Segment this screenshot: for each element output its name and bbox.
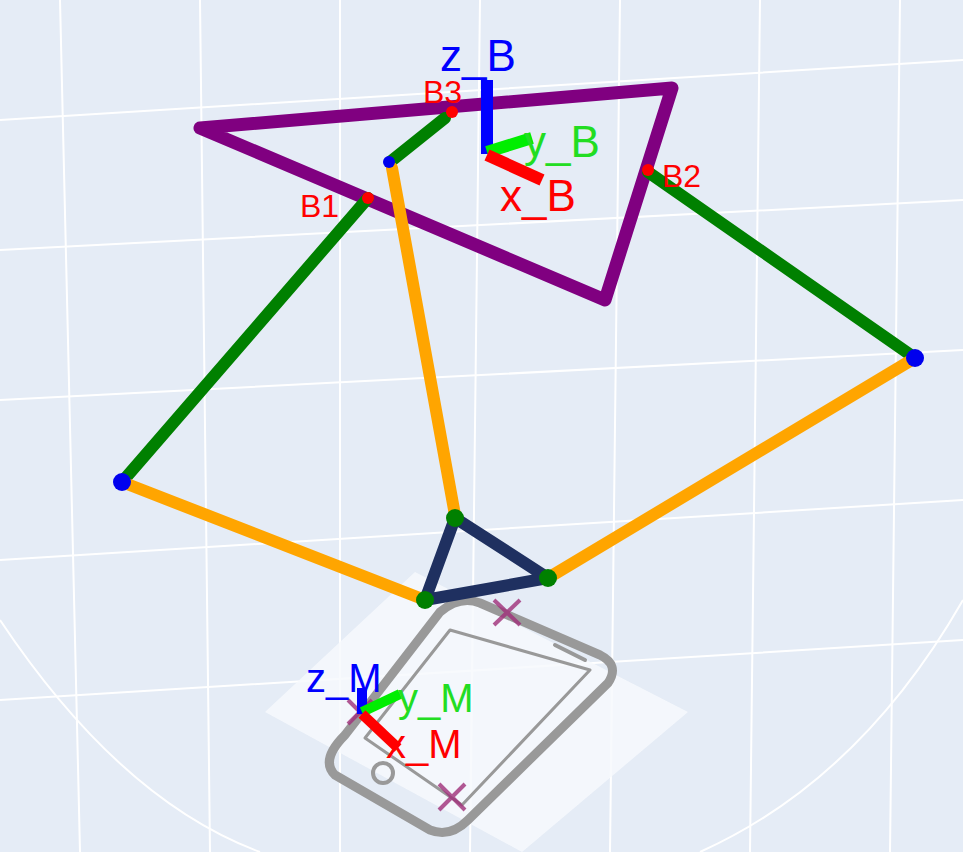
effector-joints bbox=[416, 509, 557, 609]
lower-arms bbox=[122, 168, 915, 600]
phone-outline bbox=[329, 600, 612, 832]
end-effector bbox=[425, 518, 548, 600]
axis-label: z_M bbox=[306, 658, 382, 698]
axis-label: y_M bbox=[398, 678, 474, 718]
phone-plane bbox=[265, 572, 688, 852]
base-platform bbox=[200, 88, 672, 300]
elbow-joints bbox=[113, 156, 924, 491]
axis-label: B1 bbox=[300, 190, 339, 222]
axis-label: x_B bbox=[500, 174, 576, 218]
axis-label: y_B bbox=[524, 120, 600, 164]
marker-crosses bbox=[348, 600, 520, 810]
axis-label: z_B bbox=[440, 34, 516, 78]
axis-label: B2 bbox=[662, 160, 701, 192]
axis-label: B3 bbox=[423, 76, 462, 108]
axis-label: x_M bbox=[386, 724, 462, 764]
